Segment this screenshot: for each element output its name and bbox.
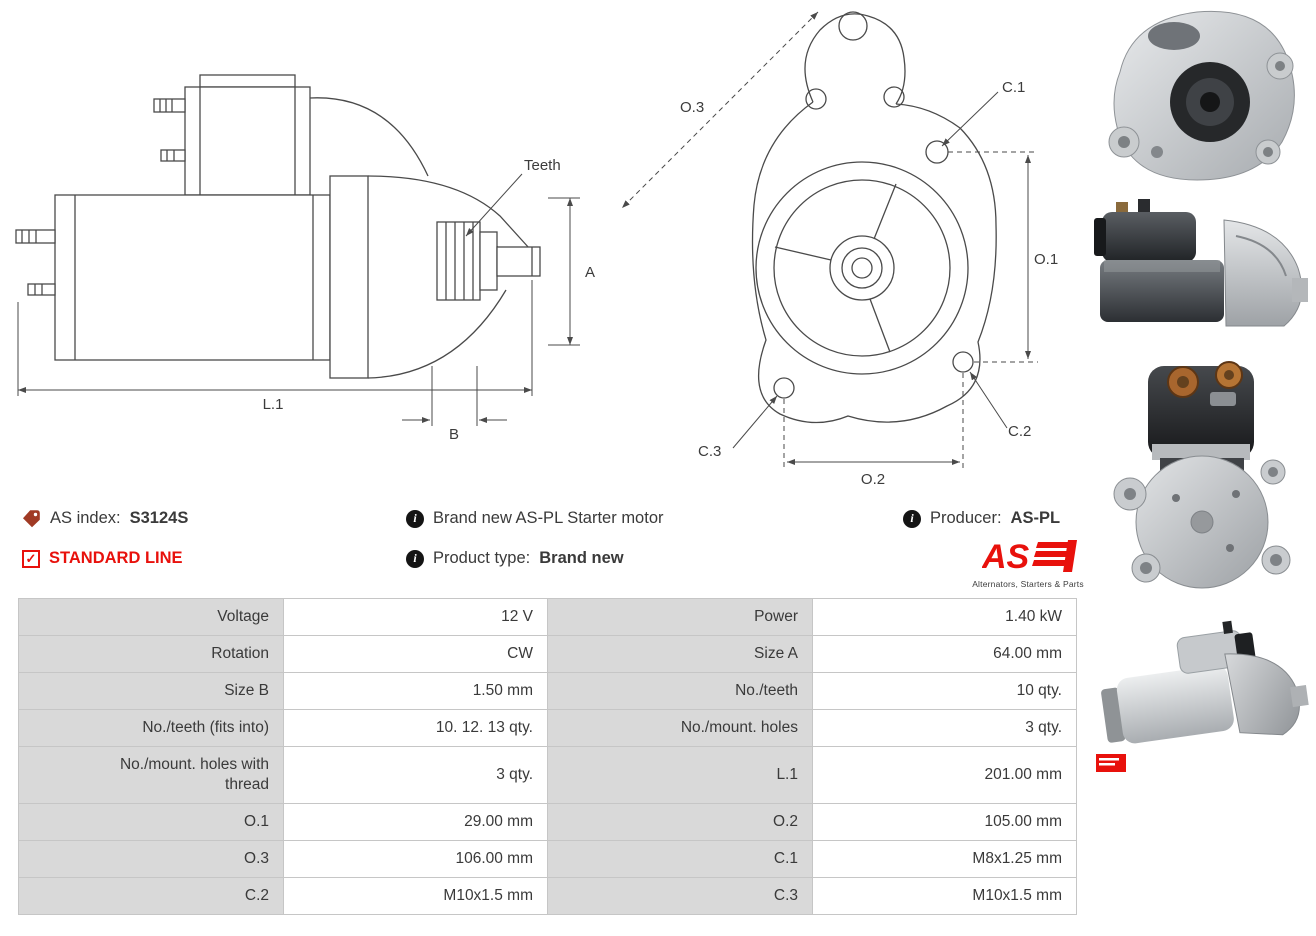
spec-label: C.3 [547, 877, 813, 915]
dim-label-teeth: Teeth [524, 157, 561, 174]
spec-table: Voltage 12 V Power 1.40 kW Rotation CW S… [18, 598, 1077, 915]
product-photo-3 [1090, 352, 1312, 590]
as-pl-logo: AS [982, 538, 1077, 576]
dim-label-c1: C.1 [1002, 79, 1025, 96]
spec-value: 106.00 mm [283, 840, 548, 878]
spec-value: CW [283, 635, 548, 673]
spec-row: Size B 1.50 mm No./teeth 10 qty. [18, 672, 1077, 710]
front-view-diagram: O.3 C.1 O.1 O.2 C.2 C.3 [621, 11, 1058, 488]
photo-watermark-logo [1096, 754, 1126, 772]
spec-label: Rotation [18, 635, 284, 673]
producer-row: i Producer: AS-PL [903, 509, 1060, 528]
spec-row: C.2 M10x1.5 mm C.3 M10x1.5 mm [18, 877, 1077, 915]
spec-row: Rotation CW Size A 64.00 mm [18, 635, 1077, 673]
description-row: i Brand new AS-PL Starter motor [406, 509, 664, 528]
producer-label: Producer: [930, 509, 1002, 527]
product-type-row: i Product type: Brand new [406, 549, 624, 568]
spec-label: O.2 [547, 803, 813, 841]
side-view-diagram: Teeth A L.1 B [15, 74, 595, 443]
spec-label: Size B [18, 672, 284, 710]
spec-value: 201.00 mm [812, 746, 1077, 804]
spec-value: 10 qty. [812, 672, 1077, 710]
spec-value: 3 qty. [283, 746, 548, 804]
product-photo-4 [1084, 596, 1314, 790]
dim-label-c2: C.2 [1008, 423, 1031, 440]
dim-label-l1: L.1 [263, 396, 284, 413]
dim-label-o2: O.2 [861, 471, 885, 488]
spec-value: 105.00 mm [812, 803, 1077, 841]
producer-value: AS-PL [1010, 509, 1061, 527]
spec-label: No./teeth [547, 672, 813, 710]
spec-label: L.1 [547, 746, 813, 804]
spec-row: O.3 106.00 mm C.1 M8x1.25 mm [18, 840, 1077, 878]
spec-value: M10x1.5 mm [812, 877, 1077, 915]
spec-label: Size A [547, 635, 813, 673]
spec-label: C.1 [547, 840, 813, 878]
product-description: Brand new AS-PL Starter motor [433, 509, 664, 527]
spec-value: 1.40 kW [812, 598, 1077, 636]
product-type-value: Brand new [539, 549, 624, 567]
dim-label-c3: C.3 [698, 443, 721, 460]
spec-value: 29.00 mm [283, 803, 548, 841]
logo-caption: Alternators, Starters & Parts [972, 579, 1084, 589]
dim-label-a: A [585, 264, 595, 281]
spec-label: No./mount. holes with thread [18, 746, 284, 804]
spec-row: No./teeth (fits into) 10. 12. 13 qty. No… [18, 709, 1077, 747]
tag-icon [23, 510, 40, 528]
spec-value: 12 V [283, 598, 548, 636]
dim-label-b: B [449, 426, 459, 443]
as-index-row: AS index: S3124S [22, 509, 188, 528]
spec-label: No./mount. holes [547, 709, 813, 747]
spec-value: M10x1.5 mm [283, 877, 548, 915]
product-photo-2 [1086, 196, 1312, 346]
dim-label-o1: O.1 [1034, 251, 1058, 268]
info-icon: i [406, 509, 424, 528]
spec-value: 10. 12. 13 qty. [283, 709, 548, 747]
product-type-label: Product type: [433, 549, 531, 567]
spec-row: No./mount. holes with thread 3 qty. L.1 … [18, 746, 1077, 804]
spec-value: M8x1.25 mm [812, 840, 1077, 878]
spec-row: O.1 29.00 mm O.2 105.00 mm [18, 803, 1077, 841]
check-icon: ✓ [22, 549, 40, 568]
standard-line-label: STANDARD LINE [49, 549, 183, 567]
spec-label: O.3 [18, 840, 284, 878]
spec-label: O.1 [18, 803, 284, 841]
product-photo-1 [1082, 2, 1312, 190]
spec-value: 64.00 mm [812, 635, 1077, 673]
spec-value: 3 qty. [812, 709, 1077, 747]
spec-value: 1.50 mm [283, 672, 548, 710]
spec-label: Voltage [18, 598, 284, 636]
spec-label: Power [547, 598, 813, 636]
info-icon: i [406, 549, 424, 568]
info-icon: i [903, 509, 921, 528]
as-index-value: S3124S [129, 509, 189, 527]
spec-label: No./teeth (fits into) [18, 709, 284, 747]
dim-label-o3: O.3 [680, 99, 704, 116]
spec-label: C.2 [18, 877, 284, 915]
standard-line-row: ✓ STANDARD LINE [22, 549, 183, 568]
logo-text: AS [982, 538, 1030, 576]
as-index-label: AS index: [50, 509, 121, 527]
spec-row: Voltage 12 V Power 1.40 kW [18, 598, 1077, 636]
